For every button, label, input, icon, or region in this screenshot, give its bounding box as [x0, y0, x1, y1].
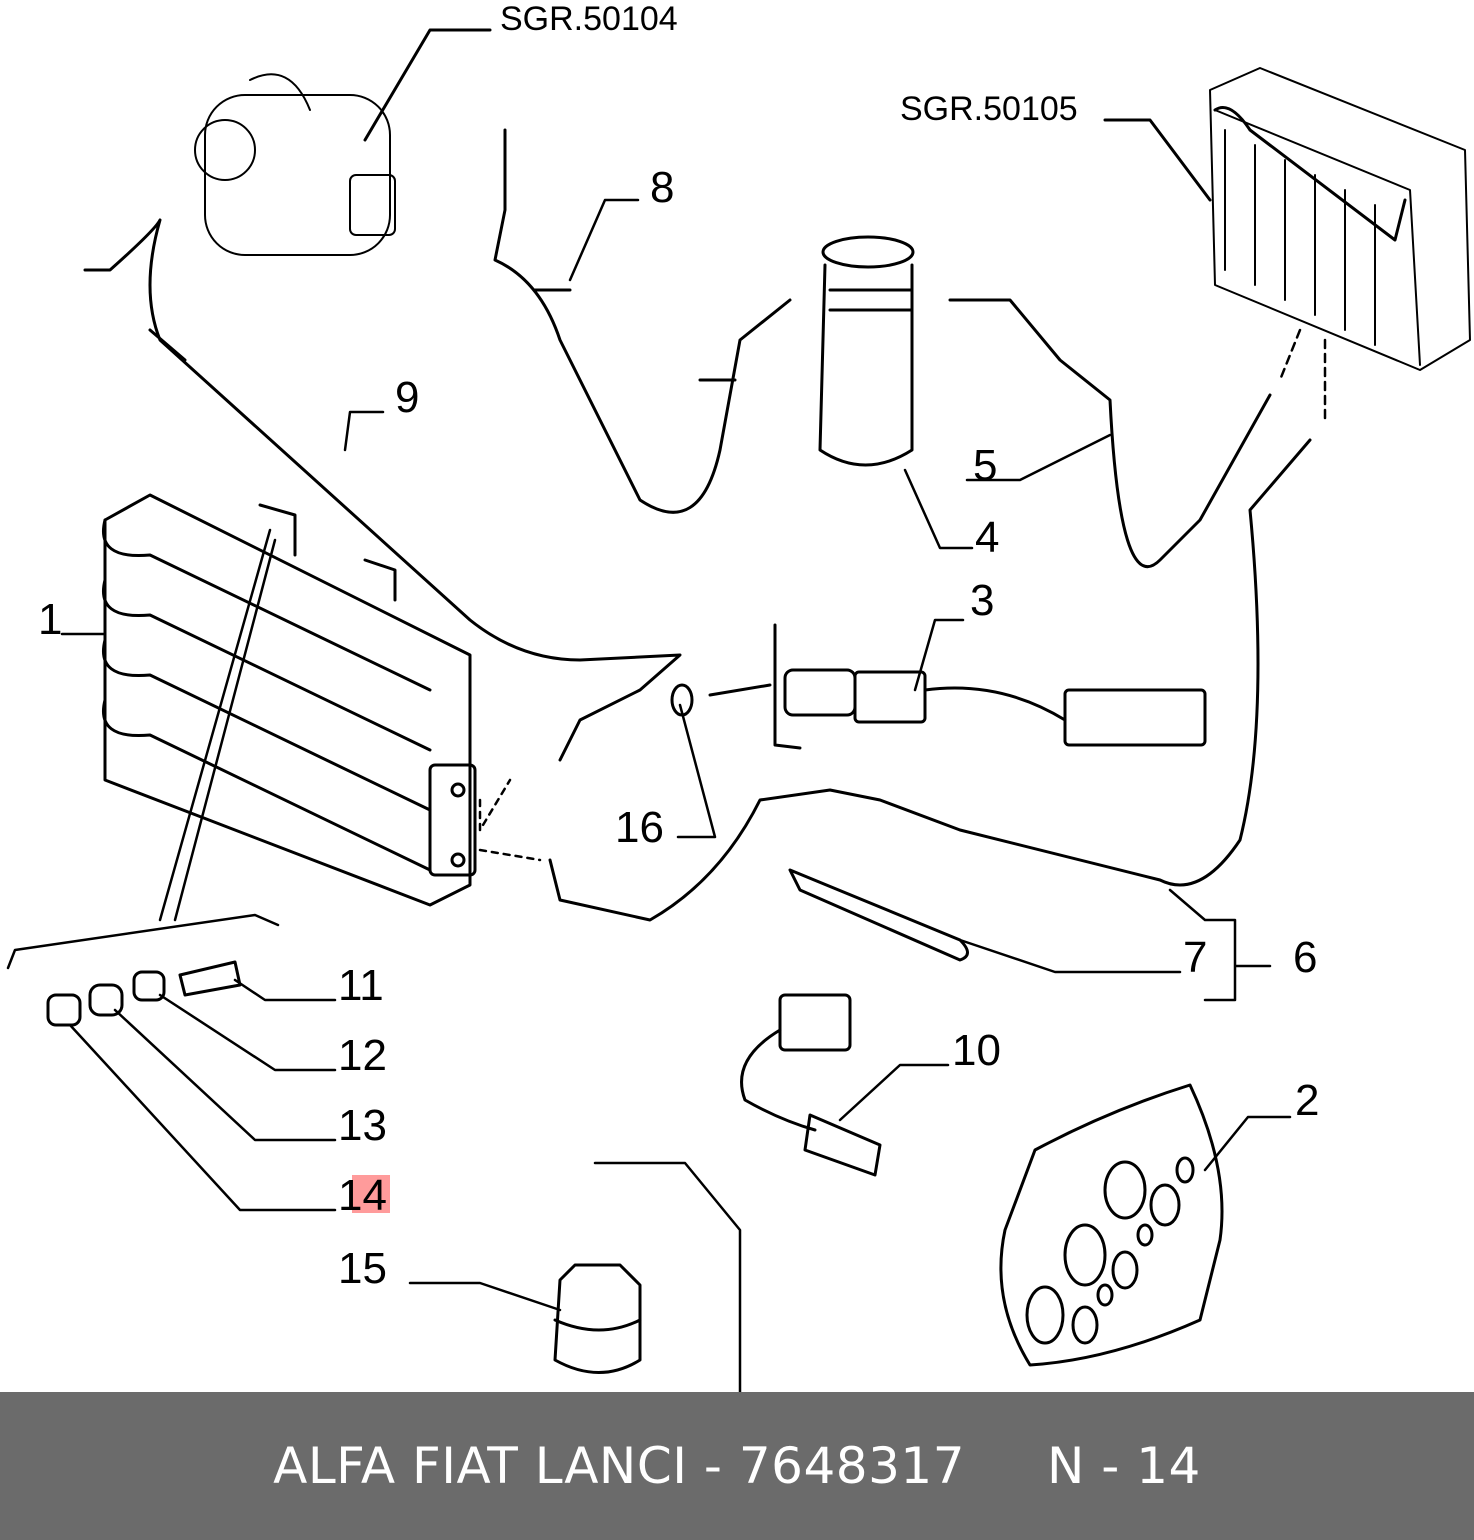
- ref-sgr-50105: SGR.50105: [900, 90, 1078, 128]
- footer-bar: ALFA FIAT LANCI - 7648317 N - 14: [0, 1392, 1474, 1540]
- callout-15: 15: [338, 1244, 387, 1293]
- sensor-10: [740, 993, 882, 1177]
- callout-7: 7: [1183, 933, 1207, 982]
- callout-13: 13: [338, 1101, 387, 1150]
- leader-sgr-50105: [1103, 118, 1212, 202]
- condenser: [102, 493, 477, 907]
- callout-14: 14: [338, 1171, 387, 1220]
- receiver-drier: [818, 235, 915, 467]
- footer-brand: ALFA FIAT LANCI: [273, 1437, 688, 1495]
- callout-9: 9: [395, 373, 419, 422]
- leader-lines: [6, 198, 1327, 1392]
- footer-text: ALFA FIAT LANCI - 7648317 N - 14: [273, 1437, 1201, 1495]
- leader-sgr-50104: [363, 28, 492, 142]
- cap-15: [553, 1263, 642, 1374]
- callout-5: 5: [973, 441, 997, 490]
- callout-3: 3: [970, 576, 994, 625]
- ref-sgr-50104: SGR.50104: [500, 0, 678, 38]
- footer-part-number: 7648317: [738, 1437, 966, 1495]
- footer-separator: -: [687, 1437, 739, 1495]
- parts-diagram: SGR.50104 SGR.50105 1 2 3 4 5 6 7 8 9 10…: [6, 0, 1471, 1392]
- hose-5: [948, 298, 1272, 569]
- hose-6: [548, 438, 1312, 922]
- gasket-2: [999, 1083, 1224, 1367]
- callout-6: 6: [1293, 933, 1317, 982]
- callout-16: 16: [615, 803, 664, 852]
- callout-1: 1: [38, 595, 62, 644]
- compressor-illustration: [194, 73, 396, 256]
- footer-position: N - 14: [1047, 1437, 1201, 1495]
- hose-8: [493, 128, 792, 514]
- small-parts: [46, 960, 242, 1027]
- callout-12: 12: [338, 1031, 387, 1080]
- evaporator-illustration: [1209, 67, 1471, 371]
- hose-9: [83, 218, 682, 762]
- callout-8: 8: [650, 163, 674, 212]
- callout-4: 4: [975, 513, 999, 562]
- callout-2: 2: [1295, 1076, 1319, 1125]
- footer-gap: [965, 1437, 1047, 1495]
- callout-14-highlight: [352, 1175, 390, 1213]
- hose-7-fitting: [788, 868, 969, 962]
- callout-11: 11: [338, 961, 384, 1010]
- callout-10: 10: [952, 1026, 1001, 1075]
- pressure-switch-3: [708, 623, 1207, 750]
